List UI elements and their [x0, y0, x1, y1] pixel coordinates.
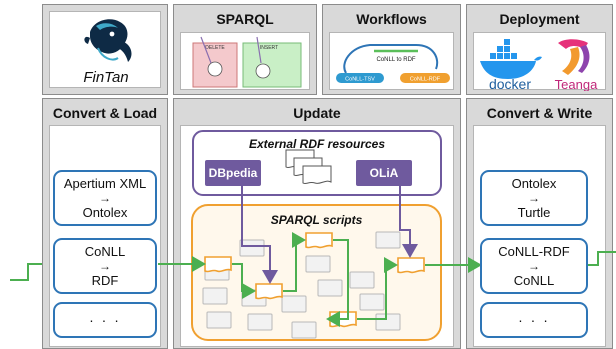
insert-label: INSERT: [260, 45, 278, 51]
box-line1: CoNLL: [84, 243, 126, 259]
more-writers-box: · · ·: [480, 302, 588, 338]
sparql-thumbnail: DELETE INSERT: [192, 36, 302, 88]
dbpedia-label: DBpedia: [208, 166, 258, 180]
box-line1: Ontolex: [511, 175, 557, 191]
workflow-center-label: CoNLL to RDF: [376, 57, 415, 63]
dbpedia-node: [205, 160, 261, 186]
ellipsis-text: · · ·: [518, 312, 550, 328]
background-docs: [202, 231, 401, 339]
workflow-right-label: CoNLL-RDF: [410, 77, 441, 83]
box-line1: CoNLL-RDF: [498, 243, 570, 259]
workflows-inner: CoNLL to RDF CoNLL-TSV CoNLL-RDF: [329, 32, 454, 90]
logo-panel: FinTan: [42, 4, 168, 95]
ontolex-to-turtle-box: Ontolex → Turtle: [480, 170, 588, 226]
deployment-inner: docker Teanga: [473, 32, 606, 92]
olia-label: OLiA: [369, 166, 399, 180]
sparql-scripts-title: SPARQL scripts: [270, 213, 363, 227]
docker-label: docker: [489, 76, 531, 91]
fintan-logo-icon: FinTan: [83, 19, 132, 86]
deployment-title: Deployment: [499, 11, 580, 27]
conllrdf-to-conll-box: CoNLL-RDF → CoNLL: [480, 238, 588, 294]
documents-stack-icon: [285, 149, 332, 185]
delete-label: DELETE: [205, 45, 225, 51]
deployment-panel: Deployment docker Teanga: [466, 4, 613, 95]
box-arrow: →: [99, 258, 111, 273]
ellipsis-text: · · ·: [89, 312, 121, 328]
update-title: Update: [293, 105, 341, 121]
sparql-inner: DELETE INSERT: [180, 32, 310, 90]
more-loaders-box: · · ·: [53, 302, 157, 338]
box-arrow: →: [99, 190, 111, 205]
olia-node: [356, 160, 412, 186]
sparql-title: SPARQL: [216, 11, 274, 27]
apertium-to-ontolex-box: Apertium XML → Ontolex: [53, 170, 157, 226]
workflow-thumbnail: CoNLL to RDF CoNLL-TSV CoNLL-RDF: [336, 44, 450, 83]
box-arrow: →: [528, 190, 540, 205]
deployment-logos: docker Teanga: [480, 39, 598, 92]
sparql-panel: SPARQL DELETE INSERT: [173, 4, 317, 95]
logo-inner: FinTan: [49, 11, 161, 88]
teanga-icon: [558, 39, 590, 75]
convert-load-title: Convert & Load: [52, 105, 158, 121]
box-line2: Turtle: [517, 204, 551, 220]
box-line2: RDF: [91, 272, 119, 288]
box-line1: Apertium XML: [63, 175, 147, 191]
convert-write-title: Convert & Write: [486, 105, 593, 121]
teanga-label: Teanga: [555, 77, 598, 91]
logo-text: FinTan: [83, 69, 128, 86]
box-line2: CoNLL: [513, 272, 555, 288]
box-line2: Ontolex: [82, 204, 128, 220]
resource-arrows: [241, 186, 418, 284]
external-resources-title: External RDF resources: [248, 137, 386, 151]
box-arrow: →: [528, 258, 540, 273]
workflow-left-label: CoNLL-TSV: [345, 77, 375, 83]
docker-icon: [480, 39, 542, 79]
conll-to-rdf-box: CoNLL → RDF: [53, 238, 157, 294]
data-flow-arrows: [10, 232, 616, 327]
workflows-title: Workflows: [356, 11, 427, 27]
workflows-panel: Workflows CoNLL to RDF CoNLL-TSV CoNLL-R…: [322, 4, 461, 95]
